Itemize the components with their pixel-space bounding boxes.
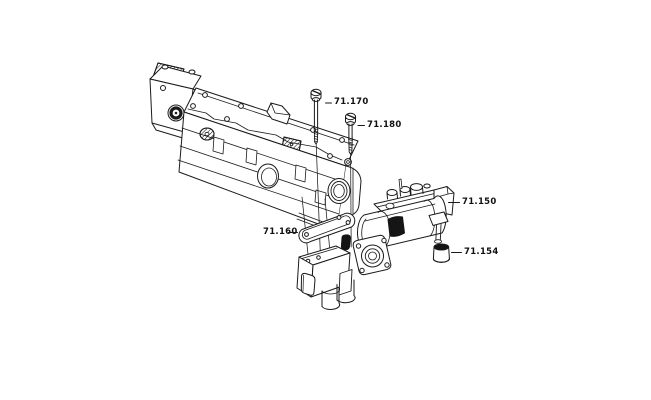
housing-left-end: [149, 62, 202, 140]
gasket-drawing: [298, 212, 356, 244]
housing-front-face: [177, 111, 347, 232]
callout-71-150: 71.150: [462, 197, 497, 207]
callout-leaders: [287, 102, 463, 254]
housing-drawing: [149, 62, 362, 232]
housing-cover-plate: [183, 87, 359, 167]
callout-71-170: 71.170: [334, 97, 369, 107]
bushing-drawing: [340, 234, 351, 251]
valve-assembly-drawing: [352, 178, 455, 276]
callout-71-154: 71.154: [464, 247, 499, 257]
cap-drawing: [432, 243, 450, 263]
callout-71-160: 71.160: [263, 227, 298, 237]
lower-block-drawing: [296, 245, 356, 310]
callout-71-180: 71.180: [367, 120, 402, 130]
bolt-71-180: [345, 112, 356, 155]
